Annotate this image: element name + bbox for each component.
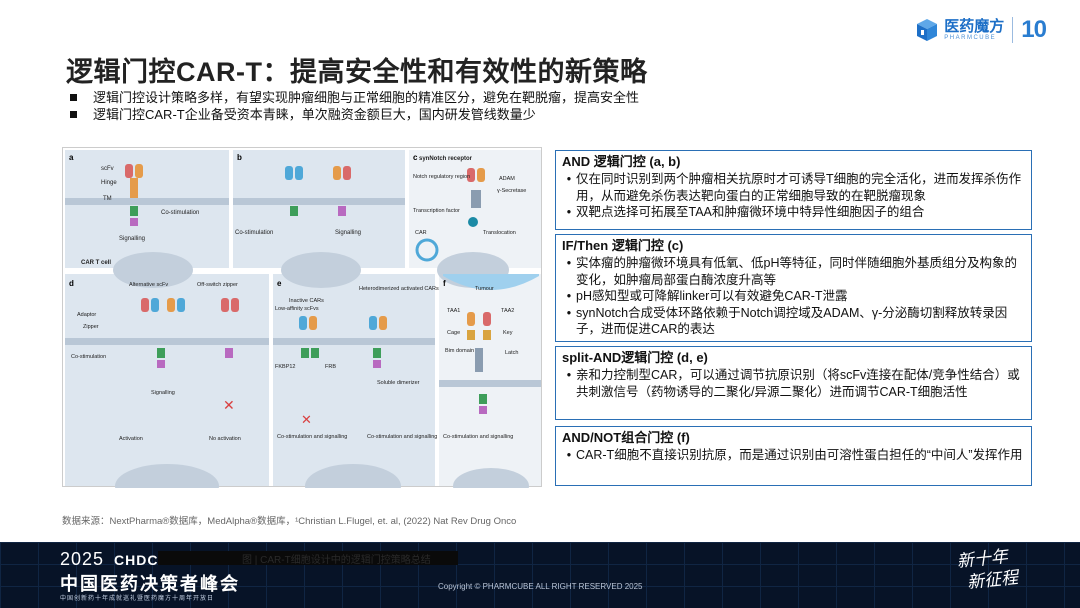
- data-source-note: 数据来源：NextPharma®数据库，MedAlpha®数据库，¹Christ…: [62, 516, 517, 527]
- figure-label: Co-stimulation and signalling: [443, 434, 513, 440]
- bullet-item: 逻辑门控CAR-T企业备受资本青睐，单次融资金额巨大，国内研发管线数量少: [70, 106, 639, 123]
- footer-summit-title: 中国医药决策者峰会: [60, 574, 240, 594]
- anniversary-badge: 10: [1021, 16, 1047, 43]
- figure-label: TAA1: [447, 308, 460, 314]
- figure-label: ADAM: [499, 176, 515, 182]
- panel-letter: b: [237, 153, 242, 162]
- square-bullet-icon: [70, 111, 77, 118]
- figure-label: Signalling: [335, 230, 361, 236]
- footer-year: 2025: [60, 549, 105, 569]
- figure-label: Zipper: [83, 324, 99, 330]
- dot-bullet-icon: •: [566, 289, 572, 303]
- and-gate-panel: AND 逻辑门控 (a, b) •仅在同时识别到两个肿瘤相关抗原时才可诱导T细胞…: [555, 150, 1032, 230]
- dot-bullet-icon: •: [566, 368, 572, 382]
- if-then-gate-panel: IF/Then 逻辑门控 (c) •实体瘤的肿瘤微环境具有低氧、低pH等特征，同…: [555, 234, 1032, 342]
- figure-label: Hinge: [101, 180, 117, 186]
- figure-label: γ-Secretase: [497, 188, 526, 194]
- panel-title: split-AND逻辑门控 (d, e): [562, 350, 708, 365]
- dot-bullet-icon: •: [566, 305, 572, 320]
- figure-label: Latch: [505, 350, 518, 356]
- footer-tagline: 中国创新药十年成就巡礼暨医药魔方十周年开放日: [60, 596, 215, 602]
- figure-label: Key: [503, 330, 513, 336]
- figure-label: Co-stimulation: [71, 354, 106, 360]
- figure-label: Signalling: [119, 236, 145, 242]
- figure-label: No activation: [209, 436, 241, 442]
- figure-label: Heterodimerized activated CARs: [359, 286, 439, 292]
- svg-text:✕: ✕: [223, 397, 235, 413]
- footer-chdc-logo: CHDC: [114, 552, 159, 568]
- figure-canvas: ✕ ✕ a b c d e f scFv Hinge TM Co-stimula…: [65, 150, 541, 488]
- panel-item: •synNotch合成受体环路依赖于Notch调控域及ADAM、γ-分泌酶切割释…: [562, 305, 1023, 338]
- dot-bullet-icon: •: [566, 172, 572, 186]
- figure-label: Co-stimulation: [161, 210, 199, 216]
- square-bullet-icon: [70, 94, 77, 101]
- panel-title: AND 逻辑门控 (a, b): [562, 154, 681, 169]
- figure-label: synNotch receptor: [419, 156, 473, 162]
- figure-label: Transcription factor: [413, 208, 460, 214]
- panel-item: •pH感知型或可降解linker可以有效避免CAR-T泄露: [562, 288, 1023, 305]
- figure-caption: 图 | CAR-T细胞设计中的逻辑门控策略总结: [158, 551, 458, 565]
- logic-gate-figure: ✕ ✕ a b c d e f scFv Hinge TM Co-stimula…: [62, 147, 542, 488]
- figure-label: Cage: [447, 330, 460, 336]
- copyright-text: Copyright © PHARMCUBE ALL RIGHT RESERVED…: [438, 582, 643, 591]
- figure-label: Activation: [119, 436, 143, 442]
- figure-label: Tumour: [475, 286, 494, 292]
- figure-label: Signalling: [151, 390, 175, 396]
- figure-label: Soluble dimerizer: [377, 380, 420, 386]
- svg-text:✕: ✕: [301, 412, 312, 427]
- figure-label: FRB: [325, 364, 336, 370]
- dot-bullet-icon: •: [566, 205, 572, 219]
- footer-slogan: 新十年 新征程: [956, 545, 1019, 595]
- figure-label: TM: [103, 196, 112, 202]
- brand-logo: 医药魔方 PHARMCUBE 10: [916, 16, 1047, 44]
- figure-label: scFv: [101, 166, 114, 172]
- figure-label: TAA2: [501, 308, 514, 314]
- figure-label: Off-switch zipper: [197, 282, 238, 288]
- figure-label: CAR T cell: [81, 260, 111, 266]
- panel-item: •仅在同时识别到两个肿瘤相关抗原时才可诱导T细胞的完全活化，进而发挥杀伤作用，从…: [562, 171, 1023, 204]
- figure-label: FKBP12: [275, 364, 295, 370]
- figure-label: Alternative scFv: [129, 282, 168, 288]
- panel-letter: d: [69, 279, 74, 288]
- slide-title: 逻辑门控CAR-T：提高安全性和有效性的新策略: [66, 57, 648, 87]
- panel-item: •亲和力控制型CAR，可以通过调节抗原识别（将scFv连接在配体/竞争性结合）或…: [562, 367, 1023, 400]
- panel-letter: c: [413, 153, 418, 162]
- panel-letter: e: [277, 279, 282, 288]
- brand-subtitle: PHARMCUBE: [944, 35, 997, 41]
- split-and-gate-panel: split-AND逻辑门控 (d, e) •亲和力控制型CAR，可以通过调节抗原…: [555, 346, 1032, 420]
- figure-label: CAR: [415, 230, 427, 236]
- footer-banner: 2025 CHDC 中国医药决策者峰会 中国创新药十年成就巡礼暨医药魔方十周年开…: [0, 542, 1080, 608]
- panel-letter: a: [69, 153, 74, 162]
- summary-bullets: 逻辑门控设计策略多样，有望实现肿瘤细胞与正常细胞的精准区分，避免在靶脱瘤，提高安…: [70, 89, 639, 123]
- panel-item: •双靶点选择可拓展至TAA和肿瘤微环境中特异性细胞因子的组合: [562, 204, 1023, 221]
- bullet-item: 逻辑门控设计策略多样，有望实现肿瘤细胞与正常细胞的精准区分，避免在靶脱瘤，提高安…: [70, 89, 639, 106]
- panel-title: IF/Then 逻辑门控 (c): [562, 238, 684, 253]
- figure-label: Low-affinity scFvs: [275, 306, 319, 312]
- panel-letter: f: [443, 279, 446, 288]
- panel-item: •CAR-T细胞不直接识别抗原，而是通过识别由可溶性蛋白担任的“中间人”发挥作用: [562, 447, 1023, 464]
- and-not-gate-panel: AND/NOT组合门控 (f) •CAR-T细胞不直接识别抗原，而是通过识别由可…: [555, 426, 1032, 486]
- brand-name: 医药魔方: [944, 18, 1005, 35]
- figure-label: Co-stimulation and signalling: [277, 434, 347, 440]
- figure-label: Translocation: [483, 230, 516, 236]
- dot-bullet-icon: •: [566, 448, 572, 462]
- panel-title: AND/NOT组合门控 (f): [562, 430, 690, 445]
- figure-label: Co-stimulation: [235, 230, 273, 236]
- brand-divider: [1012, 17, 1014, 43]
- figure-label: Adaptor: [77, 312, 96, 318]
- panel-item: •实体瘤的肿瘤微环境具有低氧、低pH等特征，同时伴随细胞外基质组分及构象的变化，…: [562, 255, 1023, 288]
- figure-label: Notch regulatory region: [413, 174, 470, 180]
- dot-bullet-icon: •: [566, 256, 572, 270]
- figure-label: Co-stimulation and signalling: [367, 434, 437, 440]
- figure-label: Inactive CARs: [289, 298, 324, 304]
- figure-label: Bim domain: [445, 348, 474, 354]
- cube-logo-icon: [917, 19, 938, 41]
